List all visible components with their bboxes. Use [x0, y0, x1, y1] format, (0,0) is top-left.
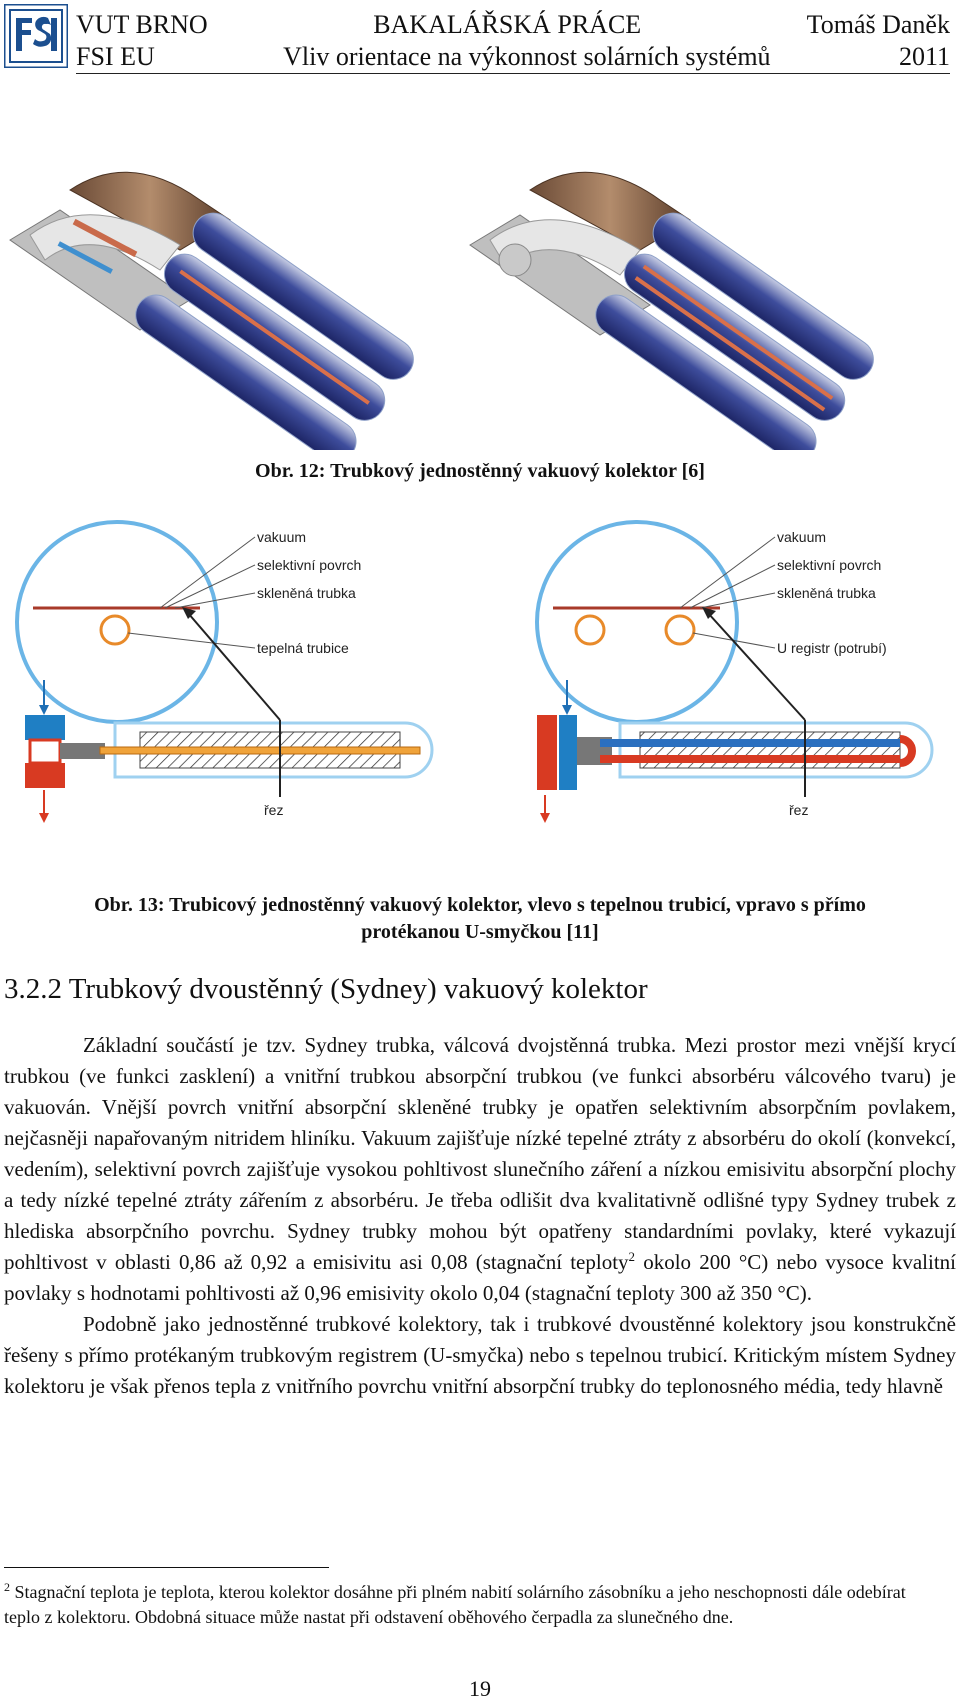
left-longitudinal-tube: řez — [25, 680, 434, 823]
footnote-text: Stagnační teplota je teplota, kterou kol… — [4, 1582, 906, 1627]
section-heading: 3.2.2 Trubkový dvoustěnný (Sydney) vakuo… — [4, 973, 648, 1005]
figure-13-caption: Obr. 13: Trubicový jednostěnný vakuový k… — [30, 892, 930, 946]
paragraph-2: Podobně jako jednostěnné trubkové kolekt… — [4, 1312, 956, 1398]
right-label-selective-surface: selektivní povrch — [777, 557, 881, 573]
right-label-u-register: U registr (potrubí) — [777, 640, 887, 656]
header-year: 2011 — [898, 42, 950, 71]
footnote-rule — [4, 1567, 329, 1568]
figure-12-caption: Obr. 12: Trubkový jednostěnný vakuový ko… — [255, 460, 705, 482]
right-longitudinal-tube: řez — [537, 680, 934, 823]
right-label-vacuum: vakuum — [777, 529, 826, 545]
fsi-logo — [4, 4, 68, 68]
right-section-label: řez — [789, 802, 808, 818]
figure-13-caption-line1: Obr. 13: Trubicový jednostěnný vakuový k… — [94, 894, 866, 916]
header-doc-type: BAKALÁŘSKÁ PRÁCE — [373, 10, 642, 39]
left-label-vacuum: vakuum — [257, 529, 306, 545]
figure-12-illustration — [9, 171, 874, 450]
single-wall-collector-right — [469, 171, 874, 450]
single-wall-collector-left — [9, 171, 414, 450]
page-header: VUT BRNO BAKALÁŘSKÁ PRÁCE Tomáš Daněk FS… — [0, 0, 960, 75]
paragraph-1-text-b: okolo 200 °C) nebo vysoce kvalitní povla… — [4, 1250, 956, 1305]
paragraph-1: Základní součástí je tzv. Sydney trubka,… — [4, 1030, 956, 1309]
left-label-glass-tube: skleněná trubka — [257, 585, 356, 601]
right-label-glass-tube: skleněná trubka — [777, 585, 876, 601]
figure-13-caption-line2: protékanou U-smyčkou [11] — [361, 921, 599, 943]
page-number: 19 — [469, 1676, 491, 1701]
header-faculty: FSI EU — [76, 42, 155, 71]
footnote-ref: 2 — [628, 1249, 636, 1264]
body-text: Základní součástí je tzv. Sydney trubka,… — [4, 1030, 956, 1402]
left-cross-section-detail: vakuum selektivní povrch skleněná trubka… — [15, 520, 361, 724]
header-university: VUT BRNO — [76, 10, 208, 39]
header-rule — [76, 73, 950, 74]
footnote-marker: 2 — [4, 1580, 10, 1594]
figure-13-diagram: vakuum selektivní povrch skleněná trubka… — [15, 520, 934, 823]
footnote: 2 Stagnační teplota je teplota, kterou k… — [4, 1580, 934, 1630]
paragraph-1-text-a: Základní součástí je tzv. Sydney trubka,… — [4, 1033, 956, 1274]
left-label-selective-surface: selektivní povrch — [257, 557, 361, 573]
header-thesis-title: Vliv orientace na výkonnost solárních sy… — [283, 42, 771, 71]
left-label-heat-pipe: tepelná trubice — [257, 640, 349, 656]
right-cross-section-detail: vakuum selektivní povrch skleněná trubka… — [535, 520, 887, 724]
header-author: Tomáš Daněk — [806, 10, 950, 39]
left-section-label: řez — [264, 802, 283, 818]
